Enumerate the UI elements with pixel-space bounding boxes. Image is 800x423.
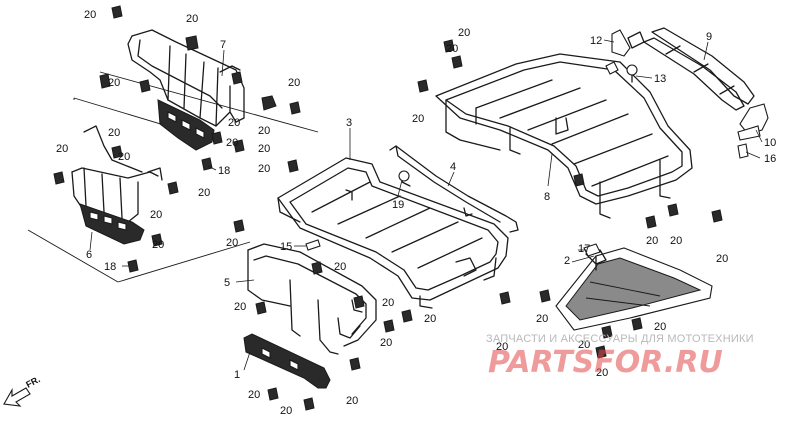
callout-20: 20 (380, 337, 392, 349)
watermark-brand: PARTSFOR.RU (488, 345, 723, 380)
callout-20: 20 (654, 321, 666, 333)
callout-20: 20 (458, 27, 470, 39)
callout-20: 20 (228, 117, 240, 129)
watermark-subtitle: ЗАПЧАСТИ И АКСЕССУАРЫ ДЛЯ МОТОТЕХНИКИ (486, 333, 754, 345)
front-direction-indicator: FR. (3, 374, 42, 407)
callout-6: 6 (86, 249, 92, 261)
callout-20: 20 (198, 187, 210, 199)
callout-20: 20 (496, 341, 508, 353)
callout-20: 20 (346, 395, 358, 407)
callout-20: 20 (258, 143, 270, 155)
callout-20: 20 (186, 13, 198, 25)
callout-10: 10 (764, 137, 776, 149)
callout-20: 20 (56, 143, 68, 155)
lower-bracket (243, 333, 331, 389)
direction-arrow-icon (3, 387, 31, 407)
callout-2: 2 (564, 255, 570, 267)
callout-20: 20 (578, 339, 590, 351)
callout-20: 20 (150, 209, 162, 221)
callout-20: 20 (334, 261, 346, 273)
rear-stay-bar (627, 27, 755, 111)
callout-20: 20 (118, 151, 130, 163)
callout-8: 8 (544, 191, 550, 203)
callout-20: 20 (248, 389, 260, 401)
callout-15: 15 (280, 241, 292, 253)
callout-20: 20 (226, 137, 238, 149)
front-carrier-lower (71, 125, 163, 245)
callout-20: 20 (234, 301, 246, 313)
callout-20: 20 (412, 113, 424, 125)
callout-20: 20 (646, 235, 658, 247)
callout-20: 20 (152, 239, 164, 251)
front-guard (247, 243, 377, 355)
callout-20: 20 (446, 43, 458, 55)
under-plate (555, 247, 713, 331)
callout-20: 20 (596, 367, 608, 379)
callout-20: 20 (258, 125, 270, 137)
callout-20: 20 (288, 77, 300, 89)
callout-20: 20 (716, 253, 728, 265)
front-carrier-upper (127, 29, 245, 151)
callout-20: 20 (536, 313, 548, 325)
callout-20: 20 (280, 405, 292, 417)
callout-18: 18 (218, 165, 230, 177)
direction-label: FR. (24, 374, 41, 390)
callouts: 20 20 7 20 20 20 20 20 20 18 20 20 20 20… (56, 9, 776, 417)
callout-9: 9 (706, 31, 712, 43)
callout-1: 1 (234, 369, 240, 381)
leader-lines (89, 39, 763, 371)
callout-5: 5 (224, 277, 230, 289)
callout-13: 13 (654, 73, 666, 85)
callout-19: 19 (392, 199, 404, 211)
callout-20: 20 (84, 9, 96, 21)
callout-20: 20 (670, 235, 682, 247)
bolts (53, 5, 723, 411)
callout-20: 20 (108, 127, 120, 139)
callout-20: 20 (108, 77, 120, 89)
callout-18: 18 (104, 261, 116, 273)
rear-carrier (435, 53, 693, 219)
callout-20: 20 (382, 297, 394, 309)
carrier-stay (389, 145, 519, 233)
callout-16: 16 (764, 153, 776, 165)
callout-3: 3 (346, 117, 352, 129)
callout-20: 20 (226, 237, 238, 249)
callout-4: 4 (450, 161, 456, 173)
watermark: ЗАПЧАСТИ И АКСЕССУАРЫ ДЛЯ МОТОТЕХНИКИ PA… (486, 333, 754, 380)
callout-20: 20 (424, 313, 436, 325)
callout-12: 12 (590, 35, 602, 47)
callout-17: 17 (578, 243, 590, 255)
callout-20: 20 (258, 163, 270, 175)
callout-7: 7 (220, 39, 226, 51)
center-carrier (277, 157, 509, 309)
